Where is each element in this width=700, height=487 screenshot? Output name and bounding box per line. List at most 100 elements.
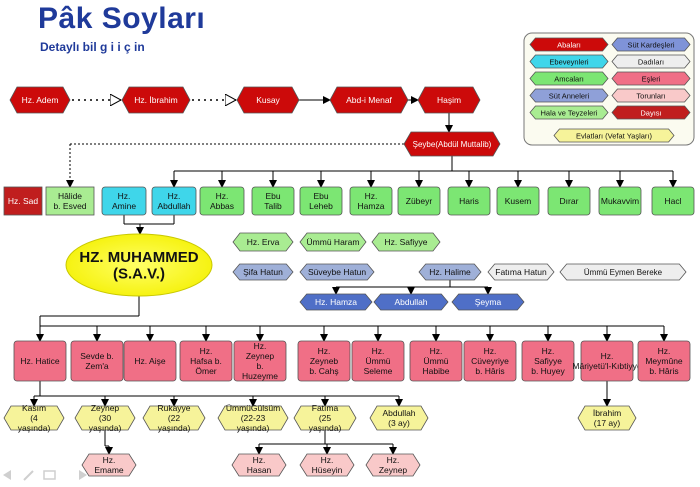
node-dirar[interactable]: Dırar — [547, 186, 591, 216]
node-abdullah[interactable]: Hz.Abdullah — [151, 186, 197, 216]
node-sevde[interactable]: Sevde b.Zem'a — [70, 340, 124, 382]
legend-label: Ebeveynleri — [549, 57, 589, 66]
node-halime[interactable]: Hz. Halime — [418, 263, 482, 281]
node-label: Hz.Abbas — [210, 191, 234, 211]
node-abdullah2[interactable]: Abdullah — [373, 293, 449, 311]
slide-toolbar — [2, 468, 92, 482]
node-suveybe[interactable]: Süveybe Hatun — [299, 263, 375, 281]
node-label: Hz. Safiyye — [385, 237, 428, 247]
slide-icon[interactable] — [43, 470, 56, 480]
legend-label: Hala ve Teyzeleri — [541, 108, 598, 117]
node-label: Sevde b.Zem'a — [80, 351, 114, 371]
node-label: Mukavvim — [601, 196, 639, 206]
node-label: Abd-i Menaf — [346, 95, 392, 105]
node-label: Hz. Aişe — [134, 356, 165, 366]
node-kusem[interactable]: Kusem — [496, 186, 540, 216]
legend-label: Dadıları — [638, 57, 664, 66]
node-ibrahim[interactable]: Hz. İbrahim — [121, 86, 191, 114]
node-fatimahatun[interactable]: Fatıma Hatun — [487, 263, 555, 281]
node-abbas[interactable]: Hz.Abbas — [199, 186, 245, 216]
node-ummueymen[interactable]: Ümmü Eymen Bereke — [559, 263, 687, 281]
node-label: HZ. MUHAMMED(S.A.V.) — [79, 249, 198, 283]
node-label: Şeyma — [475, 297, 502, 307]
node-hasim[interactable]: Haşim — [417, 86, 481, 114]
legend-item: Süt Kardeşleri — [611, 37, 691, 52]
node-aise[interactable]: Hz. Aişe — [123, 340, 177, 382]
node-label: Hz. İbrahim — [134, 95, 177, 105]
node-seybe[interactable]: Şeybe(Abdül Muttalib) — [403, 131, 501, 157]
node-abdimenaf[interactable]: Abd-i Menaf — [329, 86, 409, 114]
node-haris[interactable]: Haris — [447, 186, 491, 216]
forward-arrow-icon[interactable] — [79, 470, 87, 480]
pen-icon[interactable] — [23, 470, 34, 481]
node-adem[interactable]: Hz. Adem — [9, 86, 71, 114]
node-label: Hz. Sad — [8, 196, 39, 206]
node-abdullah3[interactable]: Abdullah(3 ay) — [369, 405, 429, 431]
legend-item: Süt Anneleri — [529, 88, 609, 103]
node-hamza[interactable]: Hz.Hamza — [349, 186, 393, 216]
legend-item: Ebeveynleri — [529, 54, 609, 69]
node-label: Abdullah(3 ay) — [382, 408, 415, 428]
node-ummuharam[interactable]: Ümmü Haram — [299, 232, 367, 252]
node-label: Hz. Erva — [247, 237, 280, 247]
node-safiyye[interactable]: Hz. Safiyye — [371, 232, 441, 252]
node-hacl[interactable]: Hacl — [651, 186, 695, 216]
node-amine[interactable]: Hz.Amine — [101, 186, 147, 216]
legend-item: Eşleri — [611, 71, 691, 86]
node-hasan[interactable]: Hz.Hasan — [231, 453, 287, 477]
node-mariye[interactable]: Hz.Mâriyetü'l-Kıbtiyye — [572, 340, 642, 382]
legend-item: Amcaları — [529, 71, 609, 86]
node-label: Hz. Adem — [22, 95, 59, 105]
legend-label: Süt Anneleri — [549, 91, 590, 100]
node-erva[interactable]: Hz. Erva — [232, 232, 294, 252]
node-huseyin[interactable]: Hz.Hüseyin — [299, 453, 355, 477]
legend-label: Torunları — [636, 91, 665, 100]
node-seyma[interactable]: Şeyma — [451, 293, 525, 311]
node-emame[interactable]: Hz.Emame — [81, 453, 137, 477]
legend-item: Dayısı — [611, 105, 691, 120]
node-hatice[interactable]: Hz. Hatice — [13, 340, 67, 382]
page-subtitle: Detaylı bil g i i ç in — [40, 40, 145, 54]
back-arrow-icon[interactable] — [3, 470, 11, 480]
node-hamza2[interactable]: Hz. Hamza — [299, 293, 373, 311]
node-label: Zübeyr — [406, 196, 433, 206]
node-ibrahim2[interactable]: İbrahim(17 ay) — [577, 405, 637, 431]
node-label: Şifa Hatun — [243, 267, 283, 277]
node-zubeyr[interactable]: Zübeyr — [397, 186, 441, 216]
legend-label: Evlatları (Vefat Yaşları) — [576, 131, 653, 140]
node-sifa[interactable]: Şifa Hatun — [232, 263, 294, 281]
legend-label: Süt Kardeşleri — [627, 40, 674, 49]
node-sad[interactable]: Hz. Sad — [3, 186, 43, 216]
node-kusay[interactable]: Kusay — [236, 86, 300, 114]
node-zeynep2[interactable]: Hz.Zeynep — [365, 453, 421, 477]
node-label: Şeybe(Abdül Muttalib) — [413, 140, 492, 149]
node-hafsa[interactable]: Hz.Hafsa b.Ömer — [179, 340, 233, 382]
legend-label: Dayısı — [640, 108, 661, 117]
node-mukavvim[interactable]: Mukavvim — [598, 186, 642, 216]
node-muhammed[interactable]: HZ. MUHAMMED(S.A.V.) — [65, 233, 213, 297]
node-label: Kusay — [256, 95, 280, 105]
node-label: İbrahim(17 ay) — [593, 408, 621, 428]
